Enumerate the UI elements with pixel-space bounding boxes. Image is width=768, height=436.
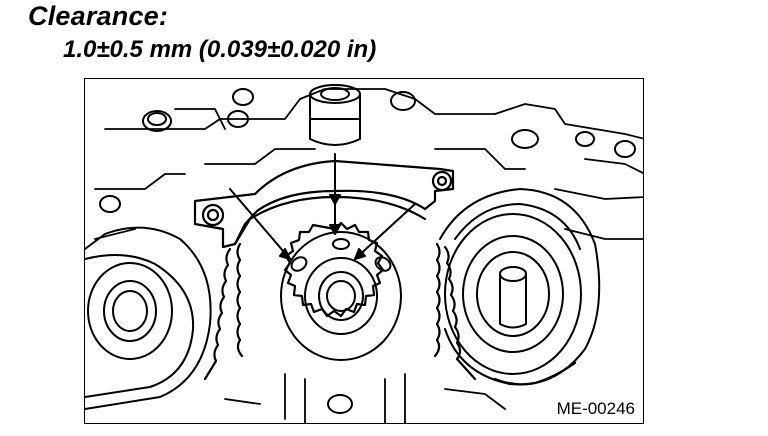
bolt-left bbox=[99, 195, 121, 213]
heading-title: Clearance: bbox=[28, 1, 169, 31]
arrow-right bbox=[354, 203, 416, 260]
clearance-spec: 1.0±0.5 mm (0.039±0.020 in) bbox=[63, 36, 377, 63]
crank-boss bbox=[309, 84, 361, 146]
crank-sprocket bbox=[280, 221, 402, 361]
lower-block-outline bbox=[224, 373, 506, 423]
bolt-bottom bbox=[327, 394, 353, 414]
bolt-top-center bbox=[232, 88, 254, 106]
clearance-arrows bbox=[229, 153, 416, 260]
figure-code: ME-00246 bbox=[556, 399, 635, 418]
arrow-left bbox=[229, 188, 291, 260]
right-idler-pulley bbox=[439, 188, 601, 386]
bolt-right bbox=[511, 129, 539, 149]
bolt-right-small bbox=[575, 131, 595, 147]
left-idler-pulley bbox=[85, 226, 212, 410]
bolt-top-mid bbox=[227, 110, 249, 128]
engine-timing-illustration bbox=[85, 84, 643, 423]
bolt-top-right bbox=[390, 91, 416, 111]
guide-bolt-left bbox=[201, 203, 225, 227]
bolt-group bbox=[99, 88, 636, 414]
bolt-far-right bbox=[614, 140, 636, 158]
bolt-top-left bbox=[142, 110, 172, 132]
timing-belt bbox=[203, 242, 577, 386]
guide-bolt-right bbox=[431, 170, 453, 192]
diagram-frame: ME-00246 bbox=[84, 78, 644, 424]
